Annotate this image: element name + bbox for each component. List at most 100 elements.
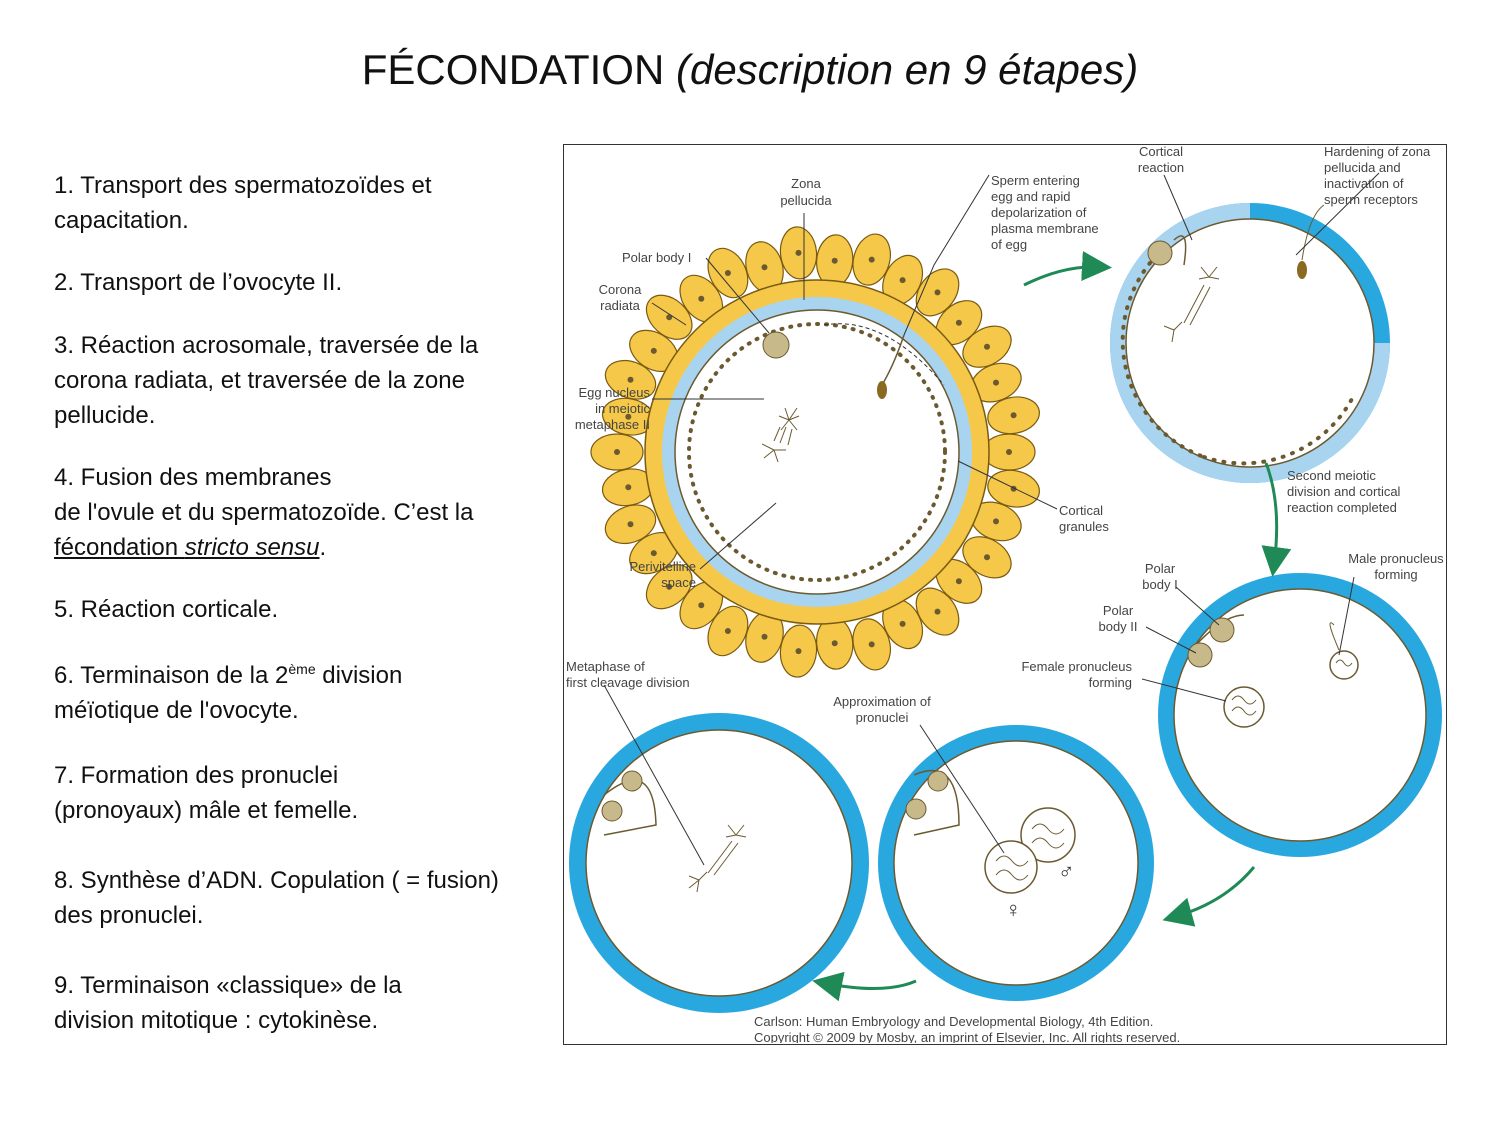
step-1-line-2: capacitation. bbox=[54, 207, 189, 234]
corona-cell-nucleus bbox=[761, 264, 768, 271]
step-9: 9. Terminaison «classique» de la divisio… bbox=[54, 968, 554, 1038]
cortical-granules-ring bbox=[687, 322, 947, 582]
step-2: 2. Transport de l’ovocyte II. bbox=[54, 265, 554, 300]
step-5-line-1: 5. Réaction corticale. bbox=[54, 596, 279, 623]
meiotic-spindle-icon bbox=[761, 407, 800, 463]
corona-cell-nucleus bbox=[1006, 449, 1012, 455]
step-5: 5. Réaction corticale. bbox=[54, 592, 554, 627]
arrow-3-icon bbox=[1162, 866, 1256, 927]
polar-body-5b bbox=[601, 800, 623, 822]
egg-approximation: ♂ ♀ bbox=[878, 725, 1154, 1001]
corona-cell-nucleus bbox=[666, 314, 673, 321]
step-3-line-3: pellucide. bbox=[54, 402, 156, 429]
pronucleus-b bbox=[984, 840, 1038, 894]
corona-cell-nucleus bbox=[831, 640, 838, 647]
step-4-line-3: fécondation stricto sensu. bbox=[54, 534, 327, 561]
credit-line-2: Copyright © 2009 by Mosby, an imprint of… bbox=[754, 1030, 1180, 1043]
step-3-line-2: corona radiata, et traversée de la zone bbox=[54, 367, 465, 394]
corona-cell-nucleus bbox=[899, 620, 906, 627]
corona-cell-nucleus bbox=[650, 550, 657, 557]
corona-cell-nucleus bbox=[698, 602, 705, 609]
diagram-frame: ♂ ♀ bbox=[563, 144, 1447, 1045]
step-6-line-1: 6. Terminaison de la 2ème division bbox=[54, 661, 403, 689]
title-main: FÉCONDATION bbox=[361, 46, 665, 93]
arrow-1-icon bbox=[1023, 251, 1112, 287]
corona-cell-nucleus bbox=[795, 648, 802, 655]
corona-cell-nucleus bbox=[899, 277, 906, 284]
corona-cell-nucleus bbox=[724, 628, 731, 634]
step-7-line-1: 7. Formation des pronuclei bbox=[54, 762, 339, 789]
corona-cell-nucleus bbox=[614, 449, 620, 455]
step-6: 6. Terminaison de la 2ème division méïot… bbox=[54, 652, 554, 728]
corona-cell-nucleus bbox=[650, 347, 657, 354]
step-3: 3. Réaction acrosomale, traversée de la … bbox=[54, 328, 554, 433]
polar-body-5a bbox=[621, 770, 643, 792]
egg-with-corona bbox=[590, 226, 1040, 678]
step-1-line-1: 1. Transport des spermatozoïdes et bbox=[54, 172, 432, 199]
corona-cell-nucleus bbox=[955, 319, 962, 326]
step-8-line-2: des pronuclei. bbox=[54, 902, 204, 929]
male-pronucleus bbox=[1329, 650, 1359, 680]
corona-cell-nucleus bbox=[627, 521, 634, 528]
step-4-line-2: de l'ovule et du spermatozoïde. C’est la bbox=[54, 499, 474, 526]
spindle-2-icon bbox=[1163, 266, 1220, 343]
corona-cell-nucleus bbox=[868, 256, 875, 263]
corona-radiata-lobes bbox=[590, 226, 1040, 678]
step-8: 8. Synthèse d’ADN. Copulation ( = fusion… bbox=[54, 863, 554, 933]
corona-cell-nucleus bbox=[831, 257, 838, 264]
corona-cell-nucleus bbox=[666, 583, 673, 590]
corona-cell-nucleus bbox=[795, 249, 802, 256]
credit-line-1: Carlson: Human Embryology and Developmen… bbox=[754, 1014, 1153, 1029]
egg-5-membrane bbox=[585, 729, 853, 997]
step-7: 7. Formation des pronuclei (pronoyaux) m… bbox=[54, 758, 554, 828]
step-4-line-1: 4. Fusion des membranes bbox=[54, 464, 332, 491]
corona-cell-nucleus bbox=[761, 633, 768, 640]
step-1: 1. Transport des spermatozoïdes et capac… bbox=[54, 168, 554, 238]
sperm-head bbox=[877, 381, 887, 399]
sperm-head-2 bbox=[1297, 261, 1307, 279]
female-symbol: ♀ bbox=[1005, 897, 1022, 922]
step-2-line-1: 2. Transport de l’ovocyte II. bbox=[54, 269, 343, 296]
corona-cell-nucleus bbox=[993, 518, 999, 525]
male-symbol: ♂ bbox=[1058, 859, 1075, 884]
polar-body-4b bbox=[905, 798, 927, 820]
egg-2-membrane bbox=[1125, 218, 1375, 468]
step-3-line-1: 3. Réaction acrosomale, traversée de la bbox=[54, 332, 479, 359]
corona-cell-nucleus bbox=[984, 554, 990, 561]
step-7-line-2: (pronoyaux) mâle et femelle. bbox=[54, 797, 359, 824]
polar-body-i-3 bbox=[1209, 617, 1235, 643]
spindle-5-icon bbox=[688, 824, 747, 893]
pronucleus-a bbox=[1020, 807, 1076, 863]
step-9-line-1: 9. Terminaison «classique» de la bbox=[54, 972, 402, 999]
corona-cell-nucleus bbox=[627, 376, 634, 383]
egg-cytoplasm bbox=[674, 309, 960, 595]
arrow-4-icon bbox=[812, 971, 917, 1002]
step-6-line-2: méïotique de l'ovocyte. bbox=[54, 697, 299, 724]
egg-pronuclei-forming bbox=[1158, 573, 1442, 857]
female-pronucleus bbox=[1223, 686, 1265, 728]
leader-lines bbox=[603, 172, 1380, 866]
title-sub: (description en 9 étapes) bbox=[675, 46, 1139, 93]
polar-body-4a bbox=[927, 770, 949, 792]
corona-cell-nucleus bbox=[724, 270, 731, 276]
label-polar-body-1: Polar body I bbox=[622, 250, 691, 265]
fertilization-diagram: ♂ ♀ bbox=[566, 144, 1444, 1045]
step-8-line-1: 8. Synthèse d’ADN. Copulation ( = fusion… bbox=[54, 867, 499, 894]
corona-cell-nucleus bbox=[934, 608, 941, 615]
egg-cortical-reaction bbox=[1110, 203, 1390, 483]
polar-body-ii-3 bbox=[1187, 642, 1213, 668]
